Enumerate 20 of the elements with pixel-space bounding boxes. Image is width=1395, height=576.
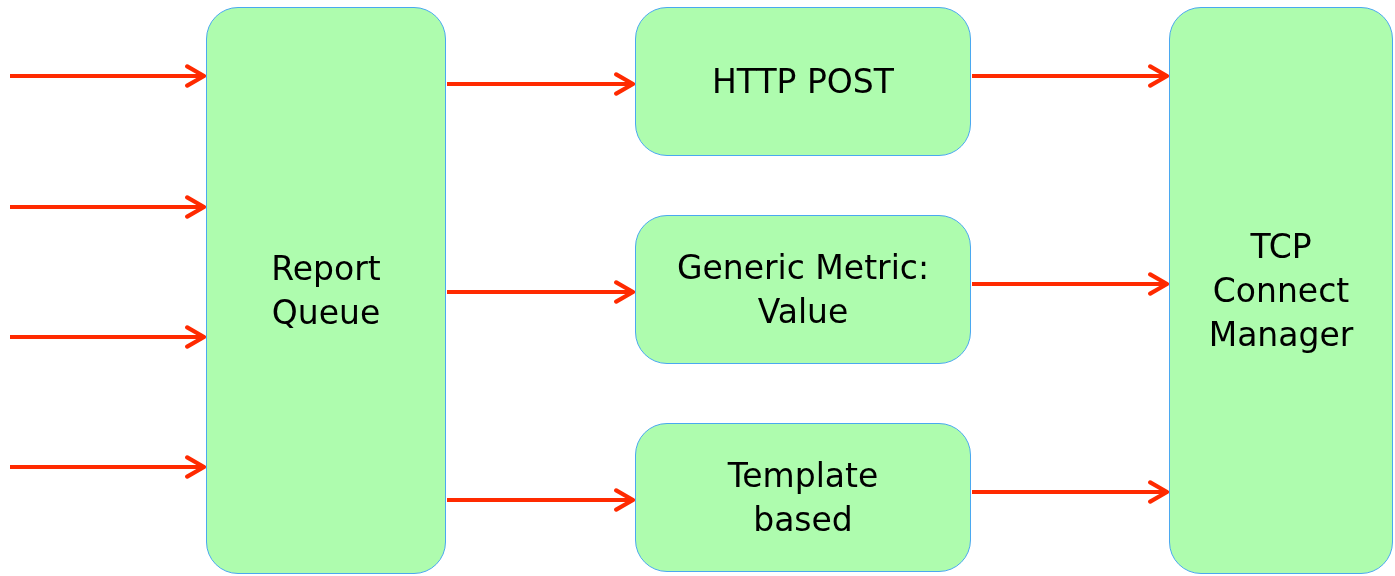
box-label: Generic Metric: Value (675, 246, 931, 333)
box-label: Report Queue (270, 247, 382, 334)
process-box (635, 215, 971, 364)
arrow (447, 280, 636, 304)
arrow (972, 480, 1170, 504)
arrow (10, 195, 207, 219)
process-box (1169, 7, 1393, 574)
arrow (972, 272, 1170, 296)
box-label: TCP Connect Manager (1207, 225, 1355, 356)
arrow (972, 64, 1170, 88)
box-label: Template based (726, 454, 880, 541)
arrow (10, 455, 207, 479)
process-box (635, 7, 971, 156)
arrow (447, 488, 636, 512)
process-box (635, 423, 971, 572)
process-box (206, 7, 446, 574)
box-label: HTTP POST (712, 60, 894, 103)
arrow (447, 72, 636, 96)
arrow (10, 325, 207, 349)
arrow (10, 64, 207, 88)
